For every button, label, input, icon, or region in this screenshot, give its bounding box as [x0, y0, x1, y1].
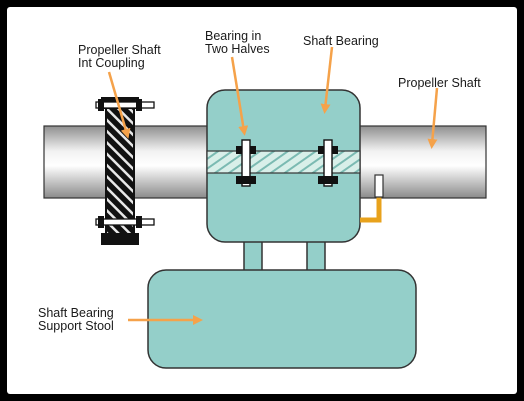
- bearing-halves-arrow: [230, 56, 249, 136]
- propeller-shaft-arrow: [427, 87, 439, 149]
- lubrication-pipe-top: [374, 174, 384, 198]
- support-leg-right: [306, 237, 326, 275]
- lubrication-pipe: [360, 194, 382, 223]
- support-stool-label: Shaft Bearing Support Stool: [38, 306, 114, 333]
- bearing-halves-label: Bearing in Two Halves: [205, 29, 270, 56]
- support-leg-left: [243, 237, 263, 275]
- propeller-shaft-label: Propeller Shaft: [398, 76, 481, 90]
- coupling-label: Propeller Shaft Int Coupling: [78, 43, 161, 70]
- shaft-bearing-label: Shaft Bearing: [303, 34, 379, 48]
- shaft-coupling: [95, 97, 155, 245]
- housing-bolt-left: [236, 139, 256, 187]
- shaft-bearing-arrow: [320, 46, 334, 114]
- bearing-split-line: [206, 150, 361, 174]
- housing-bolt-right: [318, 139, 338, 187]
- coupling-arrow: [107, 71, 131, 139]
